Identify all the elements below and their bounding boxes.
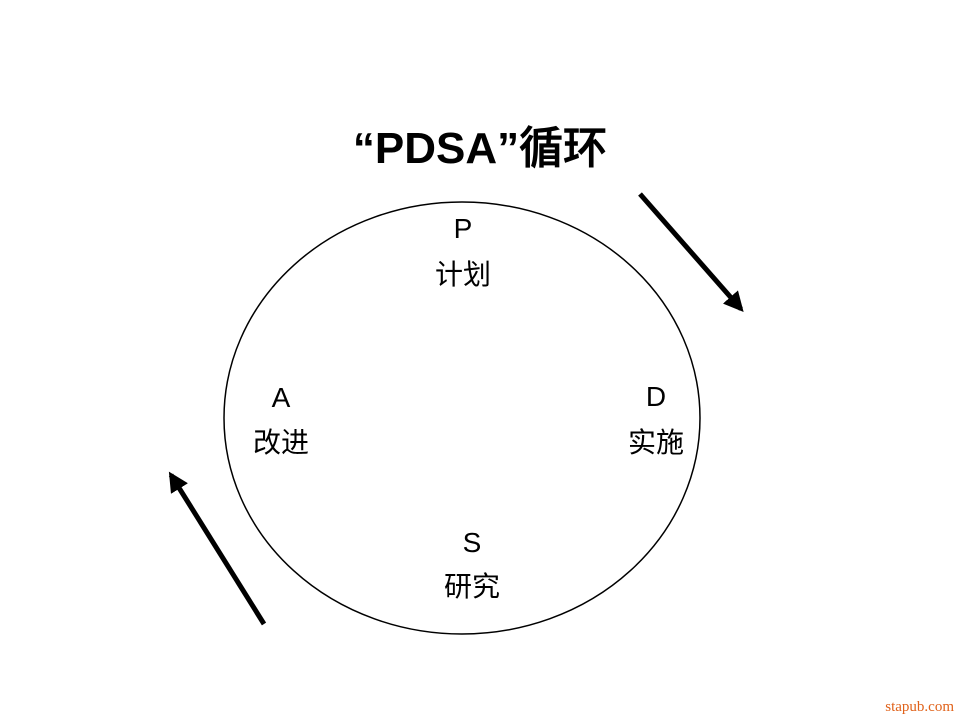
stage-plan-label: 计划 — [435, 258, 491, 291]
stage-study-letter: S — [463, 527, 482, 558]
stage-study: S 研究 — [444, 527, 500, 603]
cycle-ellipse — [223, 201, 701, 635]
stage-act: A 改进 — [253, 382, 309, 459]
stage-study-label: 研究 — [444, 570, 500, 603]
arrow-up-left-icon — [168, 471, 267, 626]
stage-act-label: 改进 — [253, 426, 309, 459]
diagram-title: “PDSA”循环 — [352, 124, 608, 173]
stage-do-label: 实施 — [628, 426, 684, 459]
stage-act-letter: A — [272, 382, 291, 413]
stage-do-letter: D — [646, 381, 666, 412]
stage-plan: P 计划 — [435, 213, 491, 291]
stage-plan-letter: P — [454, 213, 473, 244]
watermark: stapub.com — [885, 699, 954, 715]
stage-do: D 实施 — [628, 381, 684, 459]
arrow-down-right-icon — [638, 192, 744, 313]
